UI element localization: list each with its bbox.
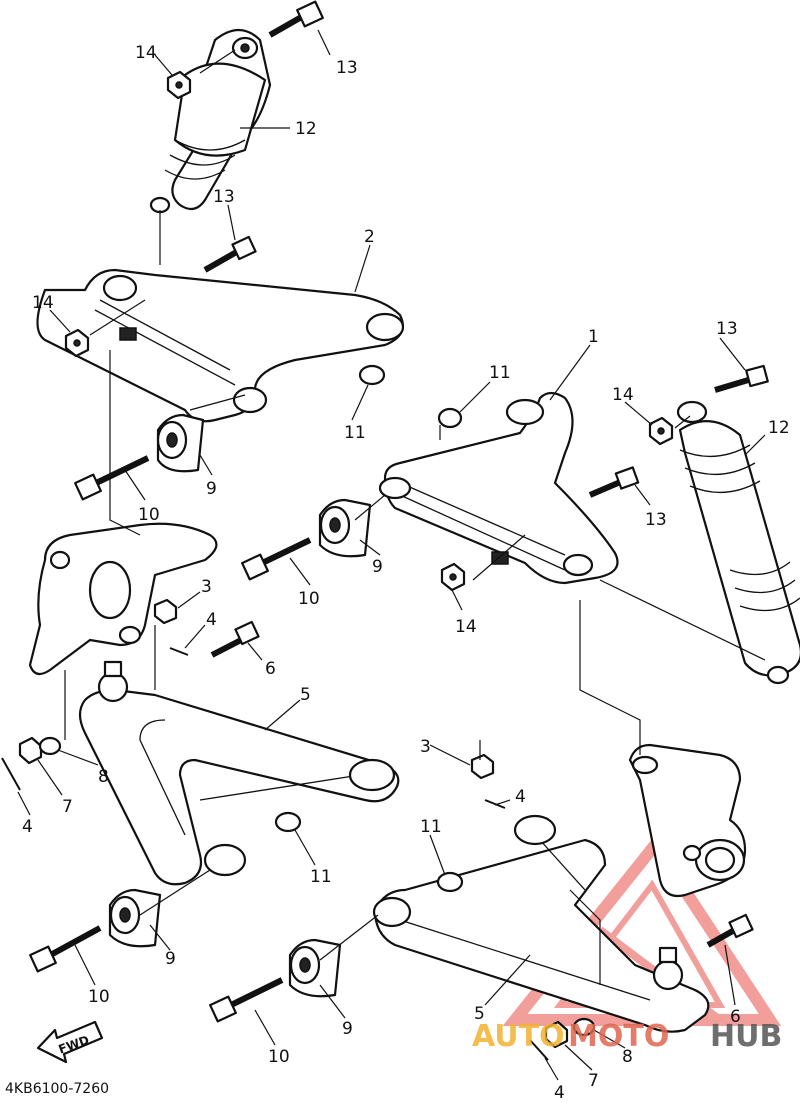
bolt-6-right [706, 913, 754, 948]
label-12-right: 12 [768, 418, 790, 438]
washer-8-right [572, 1017, 596, 1037]
label-2: 2 [364, 227, 375, 247]
watermark-moto: MOTO [568, 1019, 669, 1054]
label-13-mid: 13 [213, 187, 235, 207]
collar-11-b [437, 407, 463, 429]
collar-11-a [358, 364, 386, 386]
label-10-d: 10 [268, 1047, 290, 1067]
label-9-b: 9 [372, 557, 383, 577]
label-8-left: 8 [98, 767, 109, 787]
label-11-mid-left: 11 [310, 867, 332, 887]
label-14-right: 14 [612, 385, 634, 405]
bushing-9-c [108, 888, 162, 948]
cotter-pin-4-d [529, 1039, 549, 1061]
assembly-lines [64, 49, 766, 985]
watermark-text: AUTO MOTO HUB [472, 1019, 782, 1054]
diagram-code: 4KB6100-7260 [5, 1081, 109, 1097]
nut-14-right-b [440, 562, 466, 592]
label-14-right-b: 14 [455, 617, 477, 637]
bushing-9-b [318, 498, 372, 558]
label-4-far-left: 4 [22, 817, 33, 837]
nut-14-right-a [648, 416, 674, 446]
upper-arm-left [36, 268, 405, 423]
nut-7-right [544, 1020, 569, 1049]
label-9-c: 9 [165, 949, 176, 969]
label-13-right: 13 [716, 319, 738, 339]
bolt-13-mid [203, 235, 257, 273]
cotter-pin-4-c [484, 799, 506, 809]
nut-14-top [166, 70, 192, 100]
cotter-pin-4-a [169, 647, 189, 656]
label-5-right: 5 [474, 1004, 485, 1024]
label-10-c: 10 [88, 987, 110, 1007]
label-6-right: 6 [730, 1007, 741, 1027]
nut-14-left [64, 328, 90, 358]
label-11-mid-right: 11 [420, 817, 442, 837]
bolt-10-c [29, 925, 102, 973]
upper-arm-right [378, 391, 619, 585]
label-3-left: 3 [201, 577, 212, 597]
washer-8-left [38, 736, 62, 756]
label-11-upper-right: 11 [489, 363, 511, 383]
steering-knuckle-right [628, 743, 747, 898]
label-10-a: 10 [138, 505, 160, 525]
label-14-top: 14 [135, 43, 157, 63]
label-7-left: 7 [62, 797, 73, 817]
label-12-top: 12 [295, 119, 317, 139]
steering-knuckle-left [28, 522, 218, 676]
label-4-bottom: 4 [554, 1083, 565, 1099]
label-10-b: 10 [298, 589, 320, 609]
bushing-9-a [156, 413, 205, 473]
label-7-right: 7 [588, 1071, 599, 1091]
label-8-right: 8 [622, 1047, 633, 1067]
nut-7-left [18, 736, 43, 765]
label-14-left: 14 [32, 293, 54, 313]
watermark-hub: HUB [710, 1019, 782, 1054]
bushing-9-d [288, 938, 342, 998]
shock-absorber-upper-right [676, 400, 800, 685]
label-3-right: 3 [420, 737, 431, 757]
bolt-10-d [209, 977, 284, 1023]
bolt-10-b [241, 537, 312, 581]
label-4-right: 4 [515, 787, 526, 807]
leader-lines [17, 29, 766, 1081]
label-5-left: 5 [300, 685, 311, 705]
label-13-top: 13 [336, 58, 358, 78]
label-9-d: 9 [342, 1019, 353, 1039]
collar-11-c [274, 811, 302, 833]
nut-3-left [153, 598, 178, 625]
bolt-10-a [74, 455, 150, 501]
label-9-a: 9 [206, 479, 217, 499]
part-labels: 14 13 12 13 2 14 1 13 11 14 11 12 9 10 1… [22, 43, 790, 1103]
forward-arrow: FWD [36, 1020, 104, 1064]
shock-absorber-upper-left [149, 28, 272, 214]
label-13-right-b: 13 [645, 510, 667, 530]
nut-3-right [470, 753, 495, 780]
collar-11-d [436, 871, 464, 893]
label-11-upper-left: 11 [344, 423, 366, 443]
label-4-left: 4 [206, 610, 217, 630]
bolt-13-right-b [588, 466, 640, 498]
label-1: 1 [588, 327, 599, 347]
label-6-left: 6 [265, 659, 276, 679]
cotter-pin-4-b [1, 757, 21, 791]
bolt-13-right-a [714, 364, 769, 393]
watermark-auto: AUTO [472, 1019, 565, 1054]
bolt-6-left [210, 620, 260, 658]
lower-arm-left [78, 660, 400, 886]
bolt-13-top [268, 0, 324, 38]
